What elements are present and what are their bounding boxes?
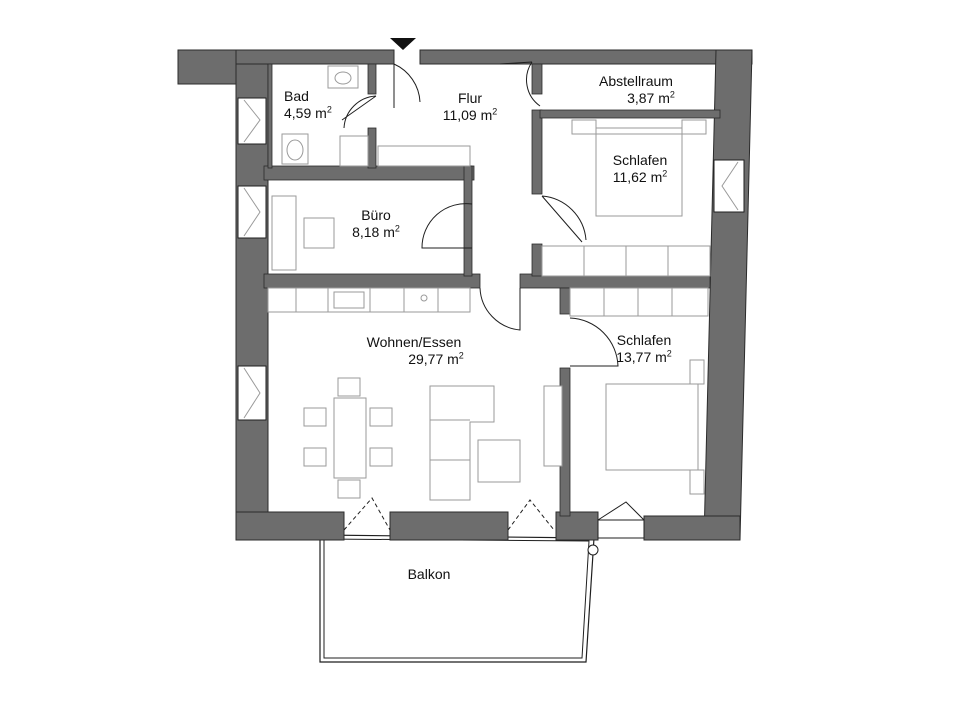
room-buero-name: Büro (361, 207, 391, 223)
room-buero-label: Büro 8,18 m2 (352, 207, 400, 240)
room-flur-area: 11,09 m (442, 107, 493, 123)
chair-icon (303, 217, 335, 249)
balcony-drain-icon (587, 544, 599, 556)
window-bad (237, 97, 267, 145)
room-bad-label: Bad 4,59 m2 (284, 88, 332, 121)
kitchen-counter (267, 287, 471, 313)
room-schlafen2-name: Schlafen (616, 332, 672, 348)
sofa-icon (429, 385, 495, 501)
armchair-icon (477, 439, 521, 483)
room-wohnen-name: Wohnen/Essen (366, 334, 462, 350)
windows (237, 97, 745, 421)
sink-icon (281, 133, 309, 165)
room-schlafen2-area: 13,77 m (616, 349, 667, 365)
room-wohnen-area: 29,77 m (408, 351, 459, 367)
room-buero-area: 8,18 m (352, 224, 395, 240)
desk-icon (271, 195, 297, 271)
room-bad-name: Bad (284, 88, 309, 104)
entrance-arrow-icon (390, 38, 416, 50)
double-bed-icon (605, 383, 699, 471)
room-wohnen-label: Wohnen/Essen 29,77 m2 (364, 334, 464, 368)
window-schlafen1 (713, 159, 745, 213)
room-schlafen2-label: Schlafen 13,77 m2 (616, 332, 672, 365)
room-balkon-label: Balkon (408, 566, 451, 583)
stove-icon (420, 294, 428, 302)
toilet-icon (327, 65, 359, 89)
window-buero (237, 185, 267, 239)
room-abstellraum-name: Abstellraum (599, 73, 673, 89)
furniture (267, 65, 711, 501)
doors (341, 38, 645, 539)
room-abstellraum-area: 3,87 m (627, 90, 670, 106)
room-schlafen1-name: Schlafen (612, 152, 668, 168)
room-schlafen1-area: 11,62 m (612, 169, 663, 185)
bed-icon (595, 127, 683, 217)
room-abstellraum-label: Abstellraum 3,87 m2 (599, 73, 675, 106)
room-schlafen1-label: Schlafen 11,62 m2 (612, 152, 668, 185)
balcony (319, 534, 599, 663)
window-wohnen (237, 365, 267, 421)
room-balkon-name: Balkon (407, 566, 451, 582)
room-flur-name: Flur (457, 90, 483, 106)
room-bad-area: 4,59 m (284, 105, 327, 121)
room-flur-label: Flur 11,09 m2 (442, 90, 498, 123)
dining-table (333, 397, 367, 479)
